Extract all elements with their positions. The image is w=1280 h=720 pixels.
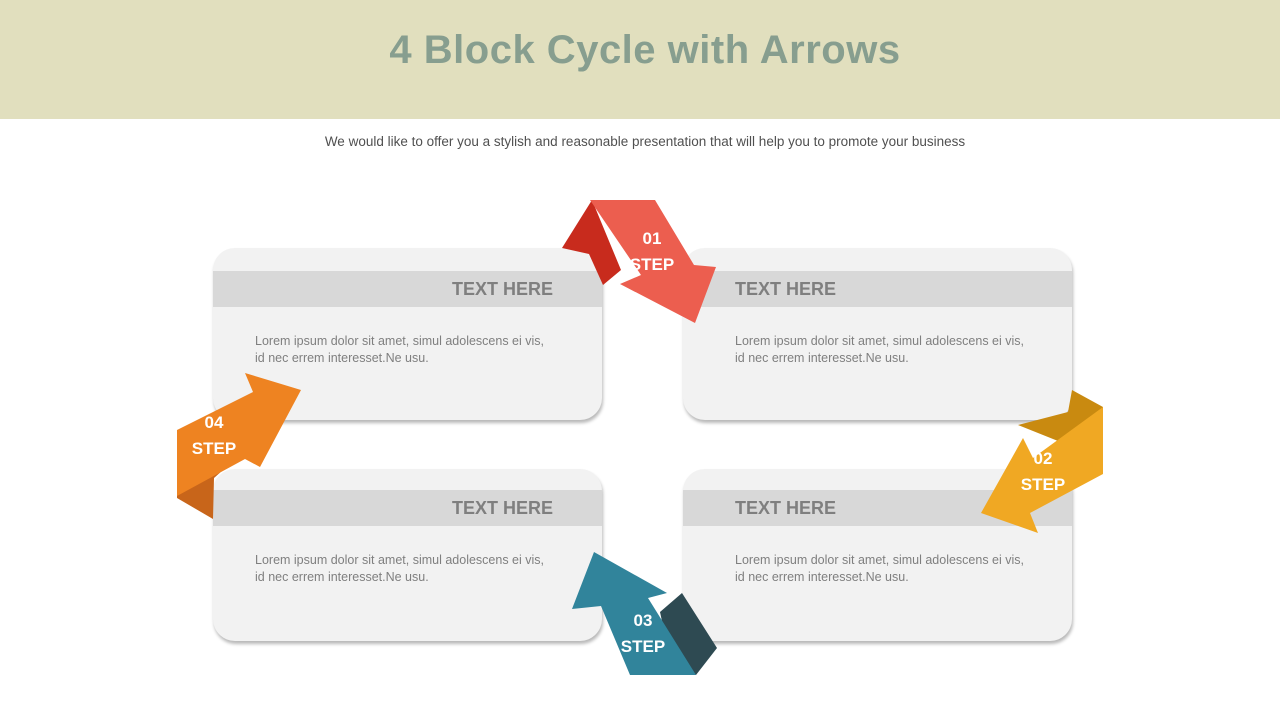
step-01-arrow bbox=[562, 200, 716, 323]
step-04-word: STEP bbox=[191, 439, 237, 458]
block-body-text: Lorem ipsum dolor sit amet, simul adoles… bbox=[735, 553, 1025, 584]
step-03-label: 03 STEP bbox=[613, 608, 673, 660]
step-02-label: 02 STEP bbox=[1013, 446, 1073, 498]
step-02-number: 02 bbox=[1033, 449, 1053, 468]
step-01-arrow-fold bbox=[562, 200, 621, 285]
step-04-arrow-body bbox=[177, 373, 301, 496]
step-03-arrow-fold bbox=[660, 593, 717, 675]
block-body-text: Lorem ipsum dolor sit amet, simul adoles… bbox=[255, 334, 545, 365]
step-02-arrow-body bbox=[981, 407, 1103, 533]
step-03-arrow bbox=[572, 552, 717, 675]
block-title: TEXT HERE bbox=[735, 498, 837, 518]
step-01-number: 01 bbox=[642, 229, 662, 248]
header-band bbox=[0, 0, 1280, 119]
step-01-word: STEP bbox=[629, 255, 675, 274]
step-04-arrow bbox=[177, 373, 301, 519]
page-subtitle: We would like to offer you a stylish and… bbox=[324, 134, 966, 149]
block-title: TEXT HERE bbox=[452, 498, 554, 518]
block-body-text: Lorem ipsum dolor sit amet, simul adoles… bbox=[735, 334, 1025, 365]
step-02-arrow bbox=[981, 390, 1103, 533]
block-title-bar bbox=[213, 490, 602, 526]
block-top-right: TEXT HERE Lorem ipsum dolor sit amet, si… bbox=[683, 248, 1072, 420]
block-bottom-right: TEXT HERE Lorem ipsum dolor sit amet, si… bbox=[683, 469, 1072, 641]
block-title: TEXT HERE bbox=[452, 279, 554, 299]
block-title: TEXT HERE bbox=[735, 279, 837, 299]
step-03-arrow-body bbox=[572, 552, 696, 675]
page-title: 4 Block Cycle with Arrows bbox=[389, 28, 901, 72]
step-03-number: 03 bbox=[633, 611, 653, 630]
step-04-number: 04 bbox=[204, 413, 224, 432]
step-01-label: 01 STEP bbox=[622, 226, 682, 278]
block-title-bar bbox=[683, 271, 1072, 307]
block-title-bar bbox=[213, 271, 602, 307]
step-01-arrow-body bbox=[590, 200, 716, 323]
block-body-text: Lorem ipsum dolor sit amet, simul adoles… bbox=[255, 553, 545, 584]
step-04-label: 04 STEP bbox=[184, 410, 244, 462]
step-02-word: STEP bbox=[1020, 475, 1066, 494]
block-bottom-left: TEXT HERE Lorem ipsum dolor sit amet, si… bbox=[213, 469, 602, 641]
step-03-word: STEP bbox=[620, 637, 666, 656]
